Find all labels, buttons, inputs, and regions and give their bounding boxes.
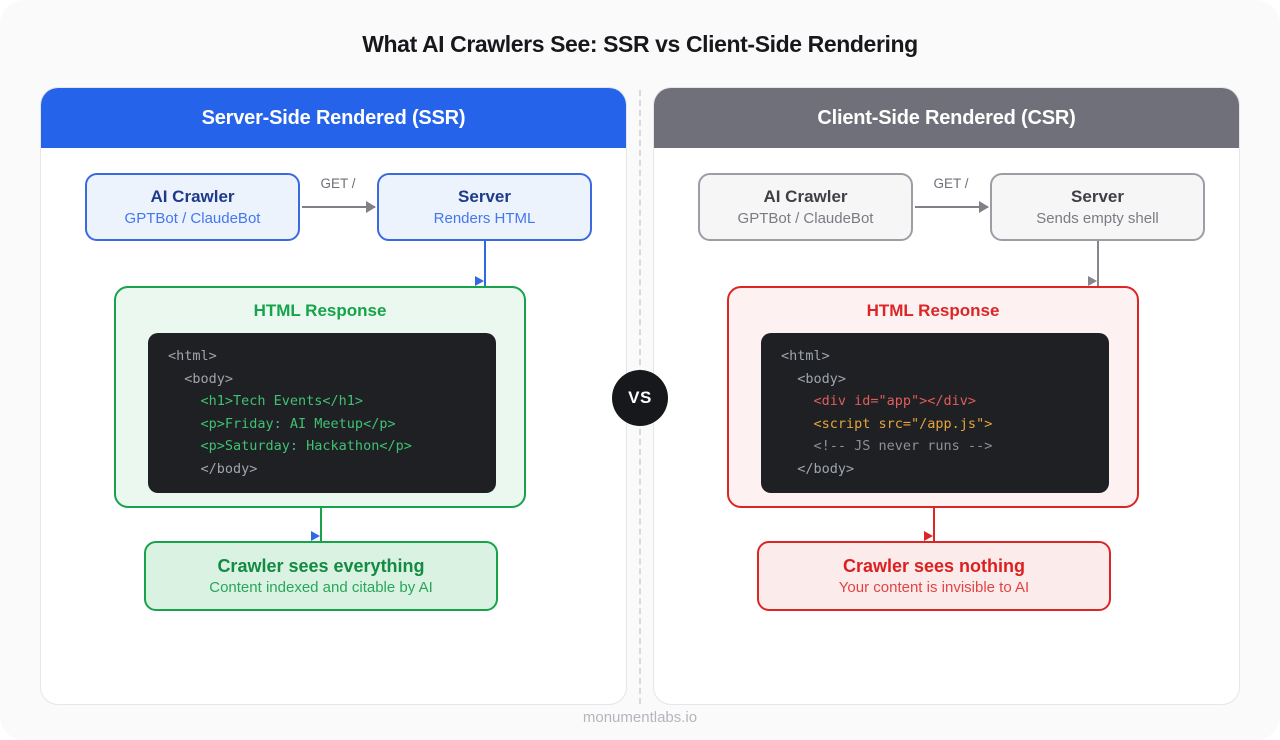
- ssr-outcome-connector: [311, 508, 322, 541]
- ssr-panel: Server-Side Rendered (SSR) AI Crawler GP…: [40, 87, 627, 705]
- csr-response-box: HTML Response <html> <body> <div id="app…: [727, 286, 1139, 508]
- csr-response-title: HTML Response: [866, 301, 1000, 320]
- watermark-text: monumentlabs.io: [582, 709, 698, 726]
- code-line: <h1>Tech Events</h1>: [168, 393, 364, 409]
- code-line: <script src="/app.js">: [781, 415, 993, 432]
- ssr-request-arrow: [302, 201, 376, 213]
- arrow-head-icon: [311, 531, 320, 541]
- ssr-server-connector: [475, 241, 486, 286]
- csr-server-title: Server: [1071, 187, 1124, 206]
- ssr-server-title: Server: [458, 187, 511, 206]
- vs-badge: VS: [612, 370, 668, 426]
- ssr-outcome-subtitle: Content indexed and citable by AI: [209, 579, 433, 596]
- code-line: <html>: [168, 348, 217, 364]
- code-line: <html>: [781, 348, 830, 364]
- csr-crawler-title: AI Crawler: [763, 187, 848, 206]
- ssr-crawler-box: AI Crawler GPTBot / ClaudeBot: [85, 173, 300, 241]
- csr-request-arrow: [915, 201, 989, 213]
- arrow-head-icon: [1088, 276, 1097, 286]
- csr-outcome-connector: [924, 508, 935, 541]
- csr-code-block: <html> <body> <div id="app"></div> <scri…: [761, 333, 1109, 493]
- ssr-code-block: <html> <body> <h1>Tech Events</h1> <p>Fr…: [148, 333, 496, 493]
- csr-panel-header: Client-Side Rendered (CSR): [654, 88, 1239, 148]
- code-line: <body>: [781, 370, 847, 387]
- code-line: <p>Friday: AI Meetup</p>: [168, 415, 396, 432]
- ssr-crawler-title: AI Crawler: [150, 187, 235, 206]
- csr-server-box: Server Sends empty shell: [990, 173, 1205, 241]
- arrow-head-icon: [366, 201, 376, 213]
- ssr-crawler-subtitle: GPTBot / ClaudeBot: [124, 210, 261, 227]
- csr-request-label: GET /: [933, 176, 969, 191]
- arrow-head-icon: [475, 276, 484, 286]
- ssr-request-label: GET /: [320, 176, 356, 191]
- ssr-server-subtitle: Renders HTML: [433, 210, 536, 227]
- ssr-panel-header: Server-Side Rendered (SSR): [41, 88, 626, 148]
- code-line: <p>Saturday: Hackathon</p>: [168, 438, 412, 454]
- csr-panel: Client-Side Rendered (CSR) AI Crawler GP…: [653, 87, 1240, 705]
- code-line: <div id="app"></div>: [781, 393, 977, 409]
- ssr-outcome-title: Crawler sees everything: [217, 556, 425, 576]
- csr-outcome-title: Crawler sees nothing: [842, 556, 1026, 576]
- csr-outcome-subtitle: Your content is invisible to AI: [838, 579, 1030, 596]
- ssr-outcome-box: Crawler sees everything Content indexed …: [144, 541, 498, 611]
- csr-crawler-subtitle: GPTBot / ClaudeBot: [737, 210, 874, 227]
- code-line: <body>: [168, 370, 234, 387]
- csr-outcome-box: Crawler sees nothing Your content is inv…: [757, 541, 1111, 611]
- csr-server-connector: [1088, 241, 1099, 286]
- ssr-response-title: HTML Response: [253, 301, 387, 320]
- csr-server-subtitle: Sends empty shell: [1036, 210, 1159, 227]
- arrow-head-icon: [924, 531, 933, 541]
- ssr-server-box: Server Renders HTML: [377, 173, 592, 241]
- arrow-head-icon: [979, 201, 989, 213]
- page-title: What AI Crawlers See: SSR vs Client-Side…: [362, 31, 918, 57]
- code-line: </body>: [781, 460, 855, 477]
- csr-crawler-box: AI Crawler GPTBot / ClaudeBot: [698, 173, 913, 241]
- ssr-response-box: HTML Response <html> <body> <h1>Tech Eve…: [114, 286, 526, 508]
- code-line: <!-- JS never runs -->: [781, 438, 993, 454]
- code-line: </body>: [168, 460, 258, 477]
